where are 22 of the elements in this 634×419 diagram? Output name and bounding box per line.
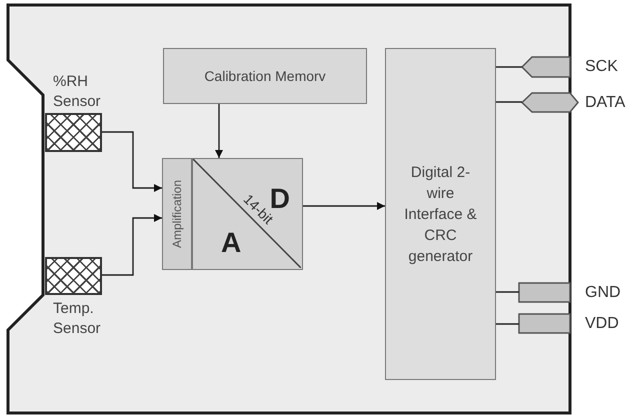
- pin-label: DATA: [585, 94, 626, 112]
- pin-label: VDD: [585, 314, 619, 332]
- amplifier-block: [162, 158, 192, 270]
- adc-label: D: [270, 185, 290, 213]
- block-label: Calibration Memorv: [203, 67, 327, 86]
- arrow: [102, 214, 162, 276]
- arrow: [303, 202, 385, 210]
- pin-label: SCK: [585, 58, 618, 76]
- adc-label: A: [221, 229, 242, 257]
- sensor-label: %RH Sensor: [53, 72, 102, 112]
- memory-block: [163, 48, 367, 104]
- connector-line: [496, 101, 522, 103]
- interface-block: [385, 48, 496, 380]
- amplifier-label: Amplification: [170, 180, 184, 248]
- block-label: Digital 2- wire Interface & CRC generator: [403, 162, 478, 266]
- arrow: [215, 104, 223, 158]
- connector-line: [496, 66, 522, 68]
- arrow: [102, 131, 162, 192]
- pin-label: GND: [585, 284, 621, 302]
- sensor-label: Temp. Sensor: [53, 299, 102, 339]
- connector-line: [496, 323, 519, 325]
- connector-line: [496, 291, 519, 293]
